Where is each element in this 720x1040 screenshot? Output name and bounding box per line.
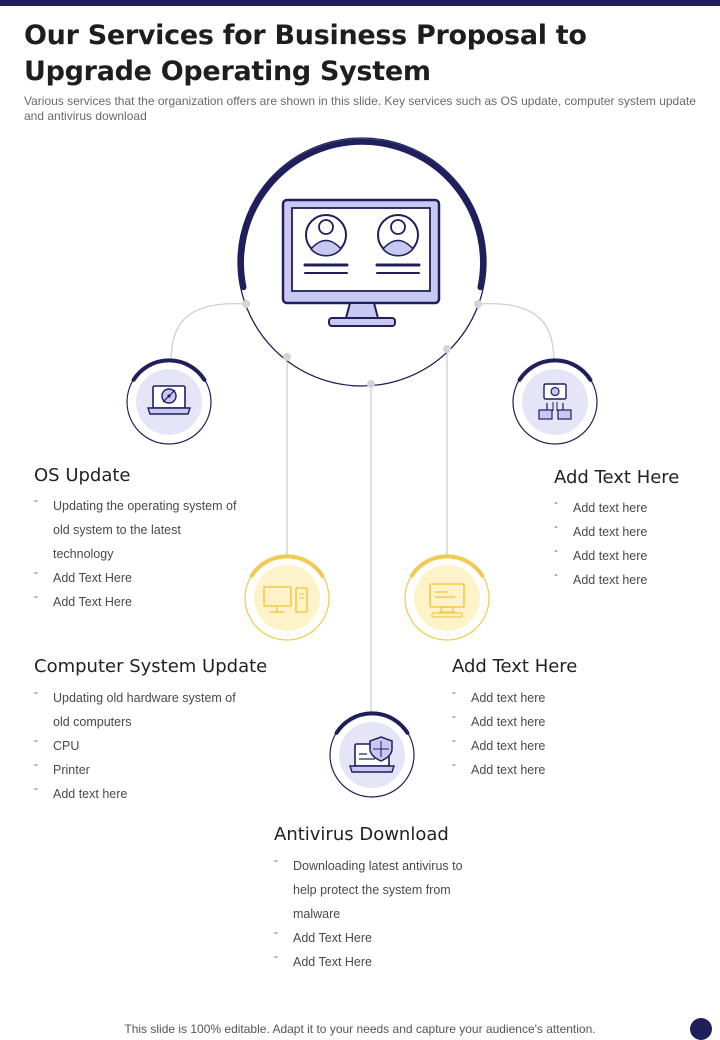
list-item: Add text here [34,777,254,806]
list-item: Updating the operating system of old sys… [34,489,244,566]
shield-laptop-icon [349,736,395,773]
list-item: Add Text Here [34,585,244,614]
list-item: Add text here [554,539,704,568]
list-item: Add text here [452,753,602,782]
junction-dot [283,353,291,361]
list-item: Printer [34,753,254,782]
add-text-right-title: Add Text Here [554,467,680,488]
list-item: CPU [34,729,254,758]
laptop-disc-icon [147,385,191,415]
footer-dot [690,1018,712,1040]
junction-dot [474,300,482,308]
os-update-node [126,358,212,445]
antivirus-download-node [329,711,415,798]
add-text-middle-list: Add text here Add text here Add text her… [452,681,602,782]
computer-system-update-title: Computer System Update [34,656,268,677]
computer-system-update-list: Updating old hardware system of old comp… [34,681,254,806]
top-accent-bar [0,0,720,6]
add-text-middle-node [404,554,490,641]
list-item: Add text here [452,705,602,734]
os-update-title: OS Update [34,465,131,486]
list-item: Updating old hardware system of old comp… [34,681,254,734]
junction-dot [242,300,250,308]
page-subtitle: Various services that the organization o… [24,94,696,123]
add-text-right-node [512,358,598,445]
hub-progress-arc [238,138,486,291]
monitor-users-icon [281,198,441,327]
antivirus-download-title: Antivirus Download [274,824,449,845]
list-item: Downloading latest antivirus to help pro… [274,849,474,926]
list-item: Add Text Here [34,561,244,590]
antivirus-download-list: Downloading latest antivirus to help pro… [274,849,474,974]
central-hub [237,137,487,387]
os-update-list: Updating the operating system of old sys… [34,489,244,614]
connector-os-update [170,303,247,361]
list-item: Add text here [554,515,704,544]
footer-note: This slide is 100% editable. Adapt it to… [124,1022,596,1036]
connector-add-text-right [477,303,555,361]
junction-dot [443,345,451,353]
desktop-computer-icon [263,586,308,613]
list-item: Add text here [554,563,704,592]
network-settings-icon [538,383,572,420]
computer-system-update-node [244,554,330,641]
junction-dot [367,380,375,388]
list-item: Add text here [554,491,704,520]
computer-monitor-icon [429,583,465,618]
list-item: Add Text Here [274,921,474,950]
list-item: Add Text Here [274,945,474,974]
list-item: Add text here [452,681,602,710]
page-title: Our Services for Business Proposal to Up… [24,20,587,87]
add-text-right-list: Add text here Add text here Add text her… [554,491,704,592]
list-item: Add text here [452,729,602,758]
add-text-middle-title: Add Text Here [452,656,578,677]
